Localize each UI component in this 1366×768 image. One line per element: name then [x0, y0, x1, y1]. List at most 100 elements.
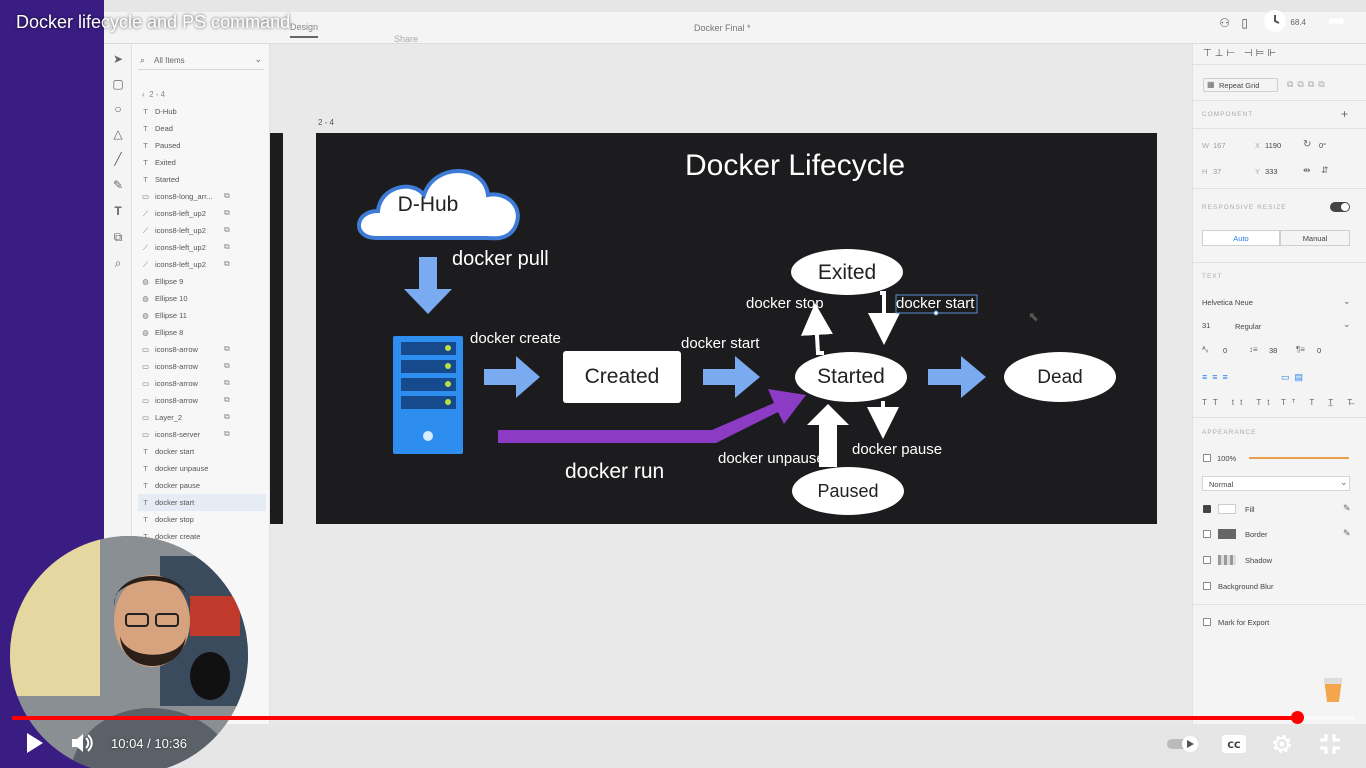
- volume-button[interactable]: [70, 732, 94, 759]
- eyedropper-icon[interactable]: ✎: [1343, 528, 1351, 538]
- linked-asset-icon[interactable]: ⧉: [224, 412, 230, 421]
- text-transform-icons[interactable]: TT tt Tt: [1202, 398, 1276, 407]
- channel-watermark-icon[interactable]: [1320, 674, 1346, 709]
- chevron-down-icon[interactable]: ⌄: [1343, 296, 1351, 306]
- artboard-docker-lifecycle[interactable]: Docker Lifecycle D-Hub docker pull docke…: [316, 133, 1157, 524]
- layers-search[interactable]: ⌕ All Items ⌄: [138, 52, 264, 70]
- chevron-down-icon[interactable]: ⌄: [254, 54, 262, 64]
- text-box-mode-icons[interactable]: ▭▤: [1281, 372, 1309, 382]
- linked-asset-icon[interactable]: ⧉: [224, 429, 230, 438]
- auto-option[interactable]: [1202, 230, 1280, 246]
- progress-bar[interactable]: [12, 711, 1354, 724]
- add-component-icon[interactable]: +: [1341, 107, 1349, 121]
- text-align-icons[interactable]: ≡≡≡: [1202, 372, 1233, 382]
- layer-item[interactable]: ⟋icons8-left_up2⧉: [138, 256, 266, 273]
- pen-tool-icon[interactable]: ✎: [112, 178, 124, 192]
- shadow-checkbox[interactable]: [1203, 556, 1211, 564]
- polygon-tool-icon[interactable]: △: [113, 127, 123, 141]
- line-tool-icon[interactable]: ╱: [114, 152, 122, 166]
- blend-mode-select[interactable]: [1202, 476, 1350, 491]
- layer-item[interactable]: ◍Ellipse 8: [138, 324, 266, 341]
- ellipse-tool-icon[interactable]: ○: [114, 102, 122, 116]
- chevron-down-icon[interactable]: ⌄: [1343, 319, 1351, 329]
- shadow-swatch[interactable]: [1218, 555, 1236, 565]
- font-size-value[interactable]: 31: [1202, 321, 1211, 330]
- border-swatch[interactable]: [1218, 529, 1236, 539]
- fill-swatch[interactable]: [1218, 504, 1236, 514]
- subtitles-button[interactable]: CC: [1221, 733, 1247, 760]
- flip-vertical-icon[interactable]: ⇵: [1321, 165, 1329, 175]
- exit-fullscreen-button[interactable]: [1318, 732, 1342, 761]
- layer-item[interactable]: ▭icons8-arrow⧉: [138, 341, 266, 358]
- play-button[interactable]: [24, 731, 46, 760]
- layer-item[interactable]: ▭Layer_2⧉: [138, 409, 266, 426]
- layer-item[interactable]: ⟋icons8-left_up2⧉: [138, 239, 266, 256]
- paragraph-spacing-value[interactable]: 0: [1317, 346, 1322, 355]
- boolean-ops-icons[interactable]: ⧉⧉⧉⧉: [1287, 79, 1329, 89]
- linked-asset-icon[interactable]: ⧉: [224, 225, 230, 234]
- linked-asset-icon[interactable]: ⧉: [224, 344, 230, 353]
- back-chevron-icon[interactable]: ‹: [142, 90, 145, 99]
- w-value[interactable]: 167: [1213, 141, 1226, 150]
- char-spacing-value[interactable]: 0: [1223, 346, 1228, 355]
- layer-item[interactable]: ◍Ellipse 9: [138, 273, 266, 290]
- scrubber-handle[interactable]: [1291, 711, 1305, 724]
- fill-checkbox[interactable]: [1203, 505, 1211, 513]
- linked-asset-icon[interactable]: ⧉: [224, 361, 230, 370]
- linked-asset-icon[interactable]: ⧉: [224, 395, 230, 404]
- autoplay-toggle[interactable]: [1166, 735, 1202, 758]
- linked-asset-icon[interactable]: ⧉: [224, 378, 230, 387]
- layer-item[interactable]: ◍Ellipse 10: [138, 290, 266, 307]
- layer-item[interactable]: ▭icons8-arrow⧉: [138, 392, 266, 409]
- artboard-label[interactable]: 2 - 4: [318, 118, 335, 127]
- manual-option[interactable]: [1280, 230, 1350, 246]
- tab-design[interactable]: Design: [290, 22, 319, 38]
- text-script-icons[interactable]: Tᵀ T T̲ T̶: [1281, 398, 1359, 407]
- rotation-value[interactable]: 0°: [1319, 141, 1327, 150]
- linked-asset-icon[interactable]: ⧉: [224, 191, 230, 200]
- export-checkbox[interactable]: [1203, 618, 1211, 626]
- layer-item[interactable]: ◍Ellipse 11: [138, 307, 266, 324]
- repeat-grid-button[interactable]: [1203, 78, 1278, 92]
- background-blur-checkbox[interactable]: [1203, 582, 1211, 590]
- opacity-checkbox[interactable]: [1203, 454, 1211, 462]
- h-value[interactable]: 37: [1213, 167, 1222, 176]
- chevron-down-icon[interactable]: ⌄: [1340, 477, 1348, 487]
- settings-button[interactable]: [1270, 732, 1294, 761]
- watch-later-icon[interactable]: [1264, 10, 1286, 32]
- y-value[interactable]: 333: [1265, 167, 1278, 176]
- layer-item[interactable]: ▭icons8-arrow⧉: [138, 375, 266, 392]
- font-family-select[interactable]: Helvetica Neue: [1202, 298, 1253, 307]
- layer-item[interactable]: ⟋icons8-left_up2⧉: [138, 222, 266, 239]
- opacity-slider[interactable]: [1249, 457, 1349, 459]
- layer-item[interactable]: ⟋icons8-left_up2⧉: [138, 205, 266, 222]
- layers-breadcrumb[interactable]: ‹ 2 - 4: [142, 90, 165, 99]
- video-title[interactable]: Docker lifecycle and PS command: [16, 12, 291, 32]
- font-weight-select[interactable]: Regular: [1235, 322, 1262, 331]
- select-tool-icon[interactable]: ➤: [112, 52, 124, 66]
- flip-horizontal-icon[interactable]: ⇹: [1303, 165, 1311, 175]
- layer-item[interactable]: ▭icons8-arrow⧉: [138, 358, 266, 375]
- tab-share[interactable]: Share: [394, 34, 419, 44]
- layer-item[interactable]: ▭icons8-server⧉: [138, 426, 266, 443]
- zoom-tool-icon[interactable]: ⌕: [114, 256, 122, 270]
- text-tool-icon[interactable]: T: [114, 204, 122, 218]
- linked-asset-icon[interactable]: ⧉: [224, 242, 230, 251]
- linked-asset-icon[interactable]: ⧉: [224, 208, 230, 217]
- linked-asset-icon[interactable]: ⧉: [224, 259, 230, 268]
- layer-item[interactable]: ▭icons8-long_arr...⧉: [138, 188, 266, 205]
- responsive-resize-toggle[interactable]: [1330, 202, 1350, 212]
- eyedropper-icon[interactable]: ✎: [1343, 503, 1351, 513]
- rectangle-tool-icon[interactable]: ▢: [112, 77, 124, 91]
- opacity-value[interactable]: 100%: [1217, 454, 1237, 463]
- document-title[interactable]: Docker Final *: [694, 23, 751, 33]
